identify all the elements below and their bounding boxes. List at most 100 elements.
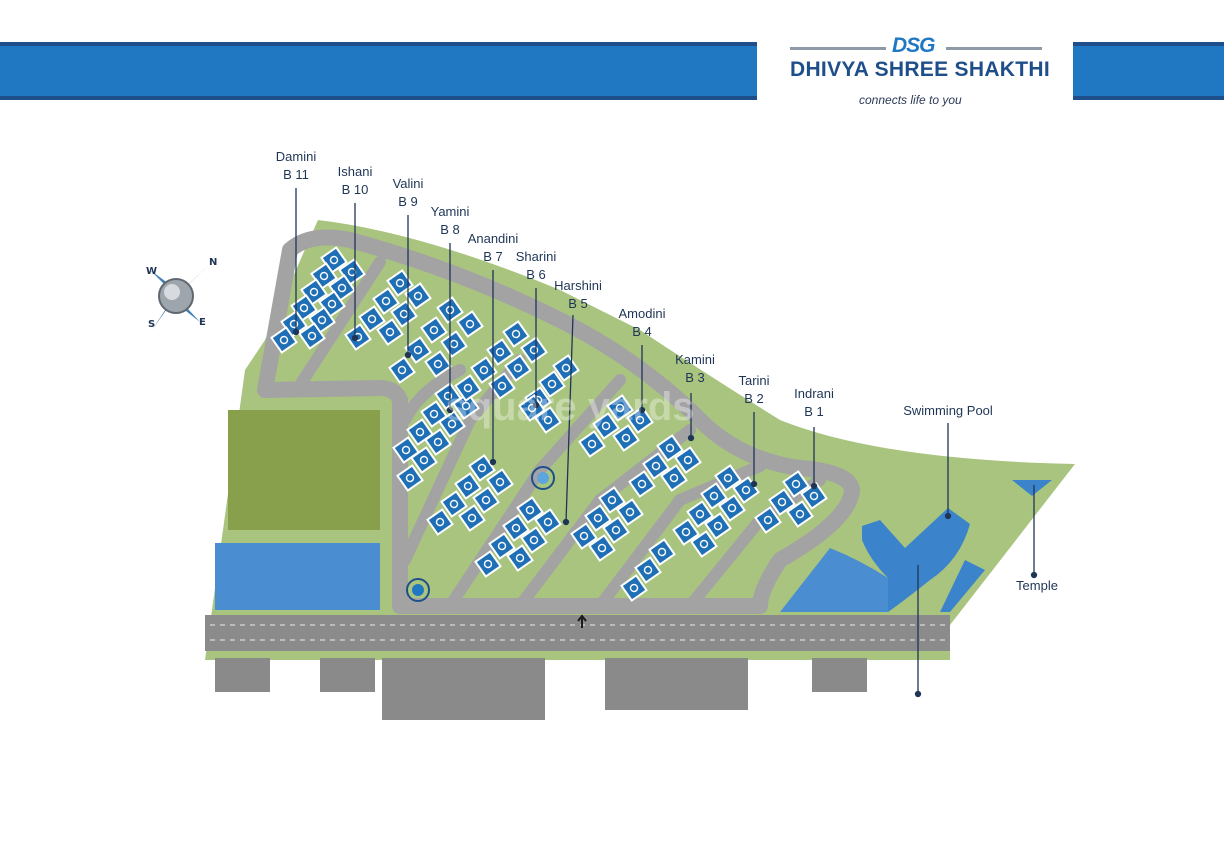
block-number: B 9 [398,194,418,209]
villa-unit [718,494,746,522]
neighbor-building [382,658,545,720]
villa-unit [786,500,814,528]
block-number: B 3 [685,370,705,385]
villa-unit [620,574,648,602]
villa-unit [406,418,434,446]
villa-unit [634,556,662,584]
villa-unit [656,434,684,462]
villa-unit [456,310,484,338]
block-label-anandini: Anandini B 7 [468,230,519,266]
leader-dot [489,458,497,466]
block-name: Anandini [467,231,519,246]
block-name: Ishani [337,164,373,179]
villa-unit [534,406,562,434]
villa-unit [372,287,400,315]
neighbor-building [812,658,867,692]
neighbor-building [320,658,375,692]
villa-unit [468,454,496,482]
block-name: Tarini [738,373,770,388]
leader-dot [687,434,695,442]
leader-dot [750,480,758,488]
villa-unit [616,498,644,526]
villa-unit [584,504,612,532]
villa-unit [454,374,482,402]
block-name: Indrani [794,386,834,401]
header-band-left [0,42,757,100]
villa-unit [270,326,298,354]
block-name: Valini [392,176,424,191]
villa-unit [358,305,386,333]
leader-dot [944,512,952,520]
compass-w-label: W [146,266,157,277]
villa-unit [570,522,598,550]
villa-unit [424,350,452,378]
block-label-amodini: Amodini B 4 [619,305,666,341]
villa-unit [298,322,326,350]
block-label-indrani: Indrani B 1 [794,385,834,421]
block-leader-lines [292,188,1038,698]
logo-rule-left [790,47,886,50]
logo-mark: DSG [892,34,936,57]
fountain-icon [406,578,430,602]
villa-unit [474,550,502,578]
villa-unit [420,400,448,428]
leader-line [565,314,574,523]
leader-dot [638,406,646,414]
water-body-right [780,548,888,612]
block-name: Damini [275,149,317,164]
watermark: square yards [445,385,694,429]
villa-unit [488,532,516,560]
leader-dot [292,328,300,336]
block-number: B 4 [632,324,652,339]
block-label-damini: Damini B 11 [276,148,316,184]
compass-e-label: E [199,317,206,328]
block-name: Yamini [430,204,470,219]
brand-name: DHIVYA SHREE SHAKTHI [790,58,1050,81]
villa-unit [376,318,404,346]
leader-dot [1030,571,1038,579]
villa-unit [714,464,742,492]
villa-unit [782,470,810,498]
villa-unit [648,538,676,566]
villa-unit [628,470,656,498]
leader-dot [446,406,454,414]
temple-label: Temple [1016,578,1058,593]
block-name: Harshini [554,278,602,293]
villa-unit [506,544,534,572]
block-number: B 2 [744,391,764,406]
neighbor-building [605,658,748,710]
villa-unit [690,530,718,558]
villa-unit [426,508,454,536]
block-number: B 5 [568,296,588,311]
block-name: Sharini [515,249,557,264]
leader-dot [404,351,412,359]
villa-unit [768,488,796,516]
block-label-valini: Valini B 9 [393,175,424,211]
compass-s-label: S [148,319,155,330]
villa-unit [754,506,782,534]
villa-unit [588,534,616,562]
villa-unit [502,514,530,542]
neighbor-building [215,658,270,692]
villa-unit [606,394,634,422]
pool-deck [940,560,985,612]
water-body-left [215,543,380,610]
block-number: B 1 [804,404,824,419]
villa-unit [472,486,500,514]
villa-unit [660,464,688,492]
block-name: Amodini [618,306,666,321]
villa-unit [520,526,548,554]
villa-unit [440,330,468,358]
block-label-ishani: Ishani B 10 [338,163,373,199]
leader-dot [562,518,570,526]
header-band-right [1073,42,1224,100]
entrance-arrow-icon [577,614,587,628]
villa-unit [592,412,620,440]
villa-unit [518,394,546,422]
villa-unit [800,482,828,510]
villa-unit [516,496,544,524]
villa-unit [626,406,654,434]
block-label-kamini: Kamini B 3 [675,351,715,387]
villa-unit [404,282,432,310]
